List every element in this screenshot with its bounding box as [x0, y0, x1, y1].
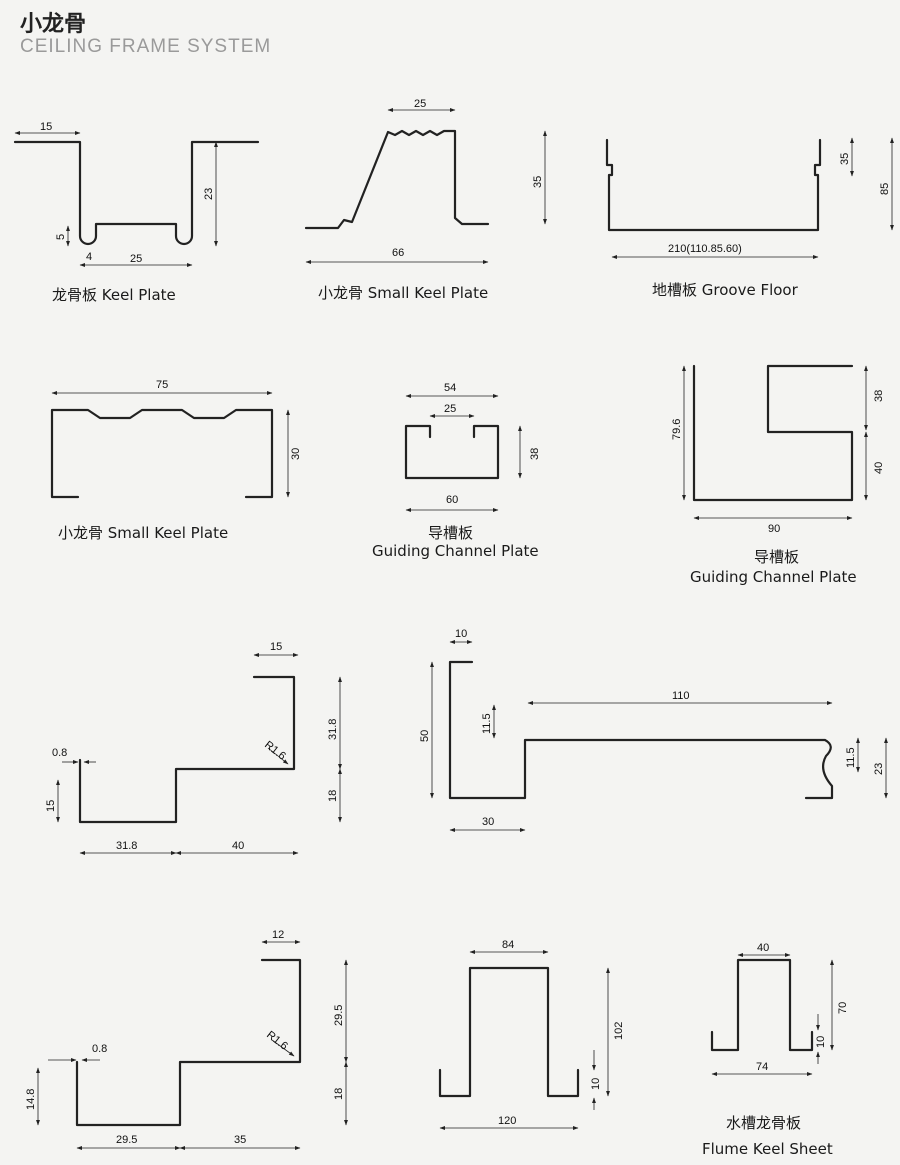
dim-label: 38: [529, 448, 541, 460]
dim-label: 85: [879, 183, 891, 195]
dim-label: 102: [613, 1022, 625, 1040]
dim-label: 40: [873, 462, 885, 474]
page-title-cn: 小龙骨: [20, 12, 87, 37]
stepped-profile-1-diagram: 15 31.8 18 R1.6 0.8 15 31.8 40: [45, 641, 342, 855]
dim-label: 15: [45, 800, 57, 812]
dim-label: 25: [130, 253, 142, 265]
dim-label: 75: [156, 379, 168, 391]
dim-label: 11.5: [845, 747, 857, 768]
dim-label: 60: [446, 494, 458, 506]
dim-label: 120: [498, 1115, 516, 1127]
dim-label: 54: [444, 382, 456, 394]
dim-label: 40: [757, 942, 769, 954]
dim-label: 35: [234, 1134, 246, 1146]
dim-label: 0.8: [52, 747, 67, 759]
dim-label: 79.6: [671, 419, 683, 440]
dim-label: 0.8: [92, 1043, 107, 1055]
caption-guiding-channel-en: Guiding Channel Plate: [372, 542, 539, 560]
dim-label: 35: [839, 153, 851, 165]
guiding-channel-plate-2-diagram: 79.6 38 40 90 导槽板 Guiding Channel Plate: [671, 364, 885, 586]
stepped-profile-2-diagram: 12 29.5 18 R1.6 0.8 14.8 29.5 35: [25, 929, 348, 1150]
dim-label: 38: [873, 390, 885, 402]
dim-label: 110: [672, 690, 690, 702]
long-profile-profile: [448, 660, 834, 800]
dim-label: 15: [40, 121, 52, 133]
hat-profile-profile: [438, 966, 580, 1098]
dim-label: 12: [272, 929, 284, 941]
keel-plate-profile: [13, 140, 260, 246]
dim-label: R1.6: [264, 1029, 290, 1053]
dim-label: 15: [270, 641, 282, 653]
dim-label: 10: [590, 1078, 602, 1090]
dim-label: 25: [444, 403, 456, 415]
caption-guiding-channel-2-en: Guiding Channel Plate: [690, 568, 857, 586]
dim-label: 10: [455, 628, 467, 640]
dim-label: 29.5: [116, 1134, 137, 1146]
dim-label: R1.6: [262, 739, 288, 763]
caption-guiding-channel-2-cn: 导槽板: [754, 548, 799, 566]
long-profile-diagram: 10 50 11.5 110 11.5 23 30: [419, 628, 888, 832]
guiding-channel-plate-profile: [404, 424, 500, 480]
stepped-profile-2-profile: [75, 958, 302, 1127]
groove-floor-diagram: 35 85 210(110.85.60) 地槽板 Groove Floor: [605, 137, 894, 299]
dim-label: 18: [333, 1088, 345, 1100]
dim-label: 74: [756, 1061, 768, 1073]
caption-flume-keel-en: Flume Keel Sheet: [702, 1140, 833, 1158]
dim-label: 70: [837, 1002, 849, 1014]
dim-label: 18: [327, 790, 339, 802]
caption-keel-plate: 龙骨板 Keel Plate: [52, 286, 176, 304]
dim-label: 5: [55, 234, 67, 240]
keel-plate-diagram: 15 23 5 4 25 龙骨板 Keel Plate: [13, 121, 260, 304]
stepped-profile-1-profile: [78, 675, 296, 824]
caption-small-keel-plate: 小龙骨 Small Keel Plate: [318, 284, 488, 302]
dim-label: 4: [86, 251, 92, 263]
caption-guiding-channel-cn: 导槽板: [428, 524, 473, 542]
small-keel-plate-diagram: 25 35 66 小龙骨 Small Keel Plate: [304, 98, 547, 302]
dim-label: 30: [482, 816, 494, 828]
dim-label: 25: [414, 98, 426, 110]
dim-label: 35: [532, 176, 544, 188]
dim-label: 84: [502, 939, 514, 951]
dim-label: 14.8: [25, 1089, 37, 1110]
guiding-channel-plate-diagram: 54 25 38 60 导槽板 Guiding Channel Plate: [372, 382, 541, 560]
flume-keel-sheet-diagram: 40 70 10 74 水槽龙骨板 Flume Keel Sheet: [702, 942, 849, 1158]
page-title-en: CEILING FRAME SYSTEM: [20, 36, 272, 57]
flume-keel-sheet-profile: [710, 958, 814, 1052]
dim-label: 10: [815, 1036, 827, 1048]
dim-label: 50: [419, 730, 431, 742]
guiding-channel-plate-2-profile: [692, 364, 854, 502]
dim-label: 40: [232, 840, 244, 852]
hat-profile-diagram: 84 102 10 120: [438, 939, 625, 1130]
dim-label: 31.8: [116, 840, 137, 852]
dim-label: 90: [768, 523, 780, 535]
caption-flume-keel-cn: 水槽龙骨板: [726, 1114, 801, 1132]
groove-floor-profile: [605, 138, 822, 232]
caption-small-keel-plate-2: 小龙骨 Small Keel Plate: [58, 524, 228, 542]
dim-label: 23: [203, 188, 215, 200]
small-keel-plate-2-profile: [50, 408, 274, 499]
dim-label: 30: [290, 448, 302, 460]
dim-label: 210(110.85.60): [668, 243, 742, 255]
dim-label: 11.5: [481, 713, 493, 734]
dim-label: 31.8: [327, 719, 339, 740]
dim-label: 66: [392, 247, 404, 259]
small-keel-plate-profile: [304, 129, 490, 230]
dim-label: 23: [873, 763, 885, 775]
dim-label: 29.5: [333, 1005, 345, 1026]
caption-groove-floor: 地槽板 Groove Floor: [652, 281, 799, 299]
small-keel-plate-2-diagram: 75 30 小龙骨 Small Keel Plate: [50, 379, 302, 542]
